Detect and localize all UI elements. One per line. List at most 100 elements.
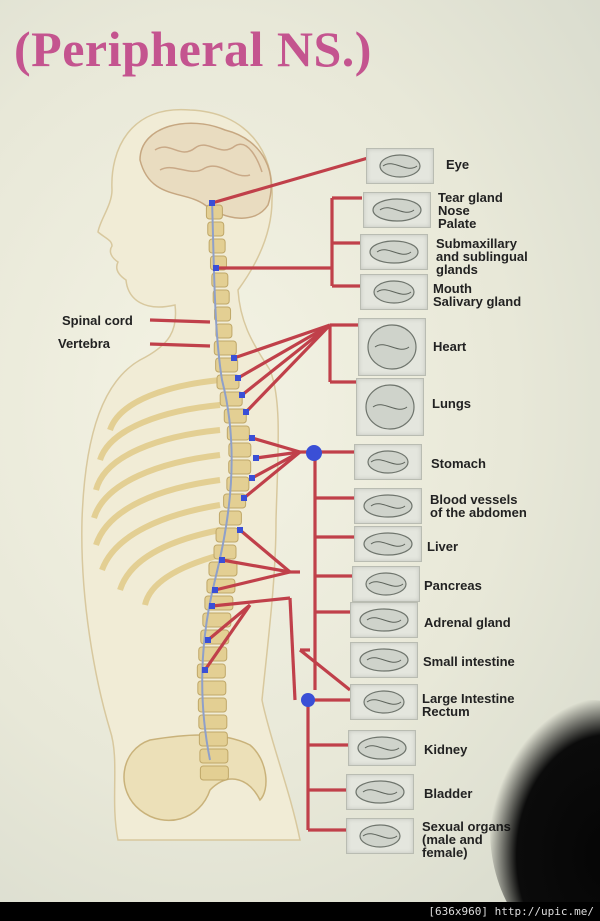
vertebra <box>215 323 233 339</box>
organ-label: Heart <box>433 339 467 354</box>
heart-icon <box>367 324 417 370</box>
rib-cage <box>91 377 221 606</box>
pancreas-picture <box>352 566 420 602</box>
mouth-icon <box>373 280 415 304</box>
spinal-cord-label: Spinal cord <box>62 313 133 328</box>
celiac-ganglion <box>306 445 322 461</box>
nerve-root-marker <box>202 667 208 673</box>
nerve-line <box>149 342 211 348</box>
body-outline <box>81 108 301 841</box>
lungs-picture <box>356 378 424 436</box>
large-intestine-picture <box>350 684 418 720</box>
tear-gland-picture <box>363 192 431 228</box>
vertebra <box>215 527 239 543</box>
organ-label: Blood vessels of the abdomen <box>430 492 527 520</box>
pelvis <box>123 734 267 822</box>
sexual-organs-icon <box>359 824 401 848</box>
organ-label: Stomach <box>431 456 486 471</box>
vertebra <box>198 731 228 747</box>
stomach-icon <box>367 450 409 474</box>
vertebra <box>218 510 242 526</box>
vertebra <box>197 680 227 696</box>
vertebra <box>226 476 250 492</box>
nerve-root-marker <box>253 455 259 461</box>
nerve-root-markers <box>202 200 259 673</box>
small-intestine-picture <box>350 642 418 678</box>
nerve-root-marker <box>213 265 219 271</box>
stomach-picture <box>354 444 422 480</box>
footer-text: [636x960] http://upic.me/ <box>428 905 594 918</box>
vertebra <box>228 442 252 458</box>
organ-label: Bladder <box>424 786 473 801</box>
vertebra <box>211 272 229 288</box>
page-title: (Peripheral NS.) <box>14 21 372 77</box>
vertebra <box>198 714 228 730</box>
bladder-picture <box>346 774 414 810</box>
kidney-picture <box>348 730 416 766</box>
nerve-root-marker <box>212 587 218 593</box>
nerve-root-marker <box>231 355 237 361</box>
nervous-system-diagram <box>81 108 369 841</box>
small-intestine-icon <box>359 648 409 672</box>
nerve-line <box>251 450 301 480</box>
nerve-line <box>211 596 291 608</box>
adrenal-gland-icon <box>359 608 409 632</box>
nerve-root-marker <box>249 435 255 441</box>
brain-folds <box>154 143 263 177</box>
nerve-root-marker <box>249 475 255 481</box>
bladder-icon <box>355 780 405 804</box>
organ-label: Submaxillary and sublingual glands <box>436 236 528 277</box>
nerve-line <box>242 450 302 500</box>
projection-screen: (Peripheral NS.) Spinal cord <box>0 0 600 902</box>
liver-picture <box>354 526 422 562</box>
nerve-root-marker <box>205 637 211 643</box>
organ-label: Large Intestine Rectum <box>422 691 515 719</box>
vertebra <box>205 204 223 220</box>
nerve-line <box>214 570 291 592</box>
organ-label: Tear gland Nose Palate <box>438 190 503 231</box>
organ-label: Pancreas <box>424 578 482 593</box>
organ-label: Liver <box>427 539 459 554</box>
tear-gland-icon <box>372 198 422 222</box>
nerve-root-marker <box>219 557 225 563</box>
image-footer: [636x960] http://upic.me/ <box>0 902 600 921</box>
nerve-root-marker <box>209 603 215 609</box>
nerve-line <box>288 597 297 701</box>
nerve-line <box>241 323 331 397</box>
liver-icon <box>363 532 413 556</box>
large-intestine-icon <box>363 690 405 714</box>
kidney-icon <box>357 736 407 760</box>
organ-label: Mouth Salivary gland <box>433 281 522 309</box>
organ-label: Adrenal gland <box>424 615 511 630</box>
vertebra <box>199 765 229 781</box>
vertebra <box>214 306 232 322</box>
heart-picture <box>358 318 426 376</box>
mouth-picture <box>360 274 428 310</box>
vertebra <box>226 425 250 441</box>
nerve-line <box>237 323 331 380</box>
organ-label: Eye <box>446 157 470 172</box>
nerve-root-marker <box>243 409 249 415</box>
nerve-line <box>206 603 252 642</box>
nerve-line <box>211 156 369 205</box>
nerve-line <box>299 648 351 692</box>
nerve-line <box>244 323 332 414</box>
nerve-line <box>233 323 331 360</box>
nerve-line <box>149 318 211 324</box>
organ-label: Sexual organs (male and female) <box>422 819 511 860</box>
adrenal-gland-picture <box>350 602 418 638</box>
organ-label: Kidney <box>424 742 468 757</box>
vertebra <box>219 391 243 407</box>
nerve-root-marker <box>237 527 243 533</box>
organ-label: Lungs <box>432 396 471 411</box>
blood-vessels-icon <box>363 494 413 518</box>
pancreas-icon <box>365 572 407 596</box>
blood-vessels-picture <box>354 488 422 524</box>
vertebra <box>212 289 230 305</box>
nerve-root-marker <box>209 200 215 206</box>
eye-icon <box>379 154 421 178</box>
salivary-glands-picture <box>360 234 428 270</box>
nerve-root-marker <box>235 375 241 381</box>
mesenteric-ganglion <box>301 693 315 707</box>
nerve-line <box>221 558 291 574</box>
